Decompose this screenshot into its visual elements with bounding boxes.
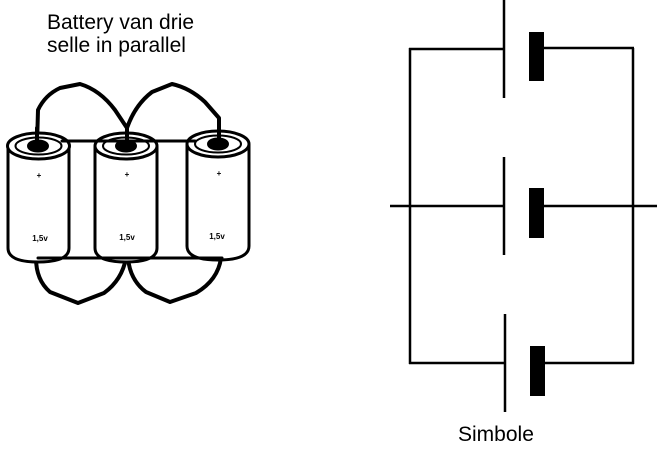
battery-title-line2: selle in parallel — [47, 34, 186, 57]
cell-3-plus: + — [217, 169, 222, 178]
circuit-symbol — [390, 0, 657, 412]
cell-1-plus: + — [37, 171, 42, 180]
short-plate-top — [529, 32, 544, 81]
battery-title-line1: Battery van drie — [47, 11, 195, 34]
battery-title: Battery van drie selle in parallel — [47, 11, 194, 57]
symbol-cell-bottom — [409, 314, 634, 412]
bottom-wire-loop-2 — [126, 256, 223, 304]
cell-3 — [185, 129, 251, 262]
top-wire-arc-1 — [35, 82, 129, 147]
cell-2-body — [93, 145, 159, 264]
top-wire-arc-2 — [125, 82, 221, 147]
physical-battery — [6, 82, 251, 305]
bottom-wire-loop-1 — [34, 256, 128, 305]
symbol-cell-top — [409, 0, 634, 98]
cell-markings: + + + 1,5v 1,5v 1,5v — [32, 169, 225, 243]
symbol-caption: Simbole — [458, 423, 534, 446]
short-plate-middle — [529, 188, 544, 238]
cell-1-body — [6, 145, 71, 264]
cell-2-label: 1,5v — [119, 233, 135, 242]
cell-2-plus: + — [125, 170, 130, 179]
cell-2 — [93, 131, 159, 264]
cell-3-body — [185, 143, 251, 262]
short-plate-bottom — [530, 346, 545, 396]
symbol-cell-middle — [390, 157, 657, 255]
cell-1-label: 1,5v — [32, 234, 48, 243]
cell-3-label: 1,5v — [209, 232, 225, 241]
